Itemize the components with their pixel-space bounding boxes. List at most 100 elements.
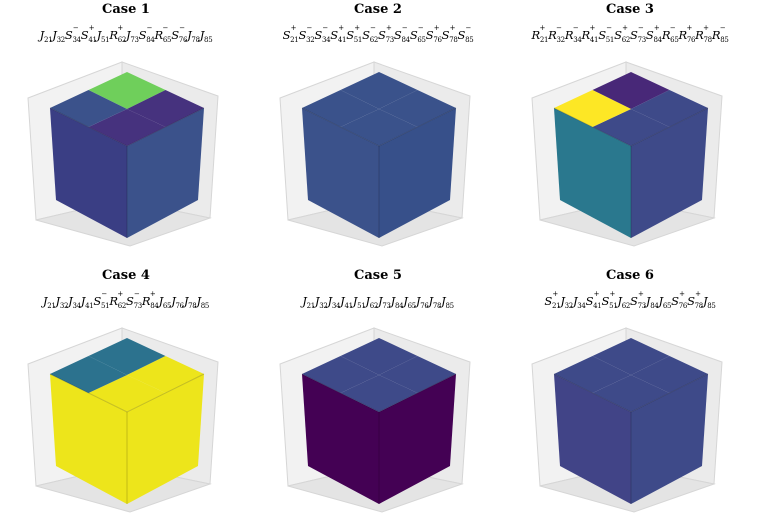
cube-plot [279, 327, 471, 513]
formula-term: S84− [138, 24, 155, 44]
cube-top-quadrant [88, 375, 166, 412]
formula-term: S78+ [687, 290, 703, 310]
formula-term: S41+ [585, 290, 602, 310]
cube-left-face [554, 108, 631, 238]
case-panel: Case 3 R21+R32−R34−R41+S51−S62+S73−S84+R… [504, 0, 756, 265]
cube-edge [301, 107, 457, 147]
case-panel: Case 5 J21J32J34J41J51J62J73J84J65J76J78… [252, 266, 504, 531]
formula-term: S51− [93, 290, 110, 310]
cube-top-quadrant [379, 90, 456, 127]
case-formula: R21+R32−R34−R41+S51−S62+S73−S84+R65−R76+… [504, 24, 756, 44]
formula-term: S73+ [378, 24, 394, 44]
cube-top-quadrant [127, 356, 204, 393]
cube-edge [49, 107, 205, 147]
cube-left-face [302, 374, 379, 504]
cube-top-quadrant [631, 90, 708, 127]
cube-top-quadrant [302, 90, 379, 127]
case-formula: S21+J32J34S41+S51+J62S73+J84J65S76+S78+J… [504, 290, 756, 310]
case-panel: Case 4 J21J32J34J41S51−R62+S73−R84+J65J7… [0, 266, 252, 531]
formula-term: S51+ [346, 24, 363, 44]
cube-top-quadrant [88, 72, 166, 109]
formula-term: J76 [171, 294, 184, 310]
case-panel: Case 2 S21+S32−S34−S41+S51+S62−S73+S84−S… [252, 0, 504, 265]
formula-term: J78 [428, 294, 442, 310]
cube-right-face [631, 374, 708, 504]
formula-term: J62 [365, 294, 378, 310]
cube-plot [27, 327, 219, 513]
formula-term: S41+ [330, 24, 347, 44]
formula-term: J32 [314, 294, 328, 310]
formula-term: J41 [80, 294, 94, 310]
formula-term: J85 [702, 294, 716, 310]
formula-term: J73 [126, 28, 139, 44]
case-title: Case 2 [354, 2, 402, 17]
formula-term: S84+ [645, 24, 662, 44]
cube-plot [531, 327, 723, 513]
formula-term: J21 [39, 28, 53, 44]
formula-term: J65 [658, 294, 672, 310]
cube-top-quadrant [592, 338, 670, 375]
formula-term: S32− [298, 24, 315, 44]
formula-term: J84 [645, 294, 659, 310]
cube-right-face [127, 108, 204, 238]
case-title: Case 6 [606, 268, 654, 283]
formula-term: R65− [154, 24, 172, 44]
cube-top-quadrant [340, 338, 418, 375]
cube-top-quadrant [592, 109, 670, 146]
formula-term: R34− [564, 24, 582, 44]
formula-term: R78+ [695, 24, 712, 44]
formula-term: J21 [42, 294, 56, 310]
cube-right-face [631, 108, 708, 238]
cube-top-quadrant [340, 72, 418, 109]
formula-term: J21 [302, 294, 315, 310]
cube-top-quadrant [127, 90, 204, 127]
formula-term: R65− [661, 24, 679, 44]
formula-term: S73+ [630, 290, 646, 310]
formula-term: J34 [572, 294, 586, 310]
formula-term: S76− [171, 24, 188, 44]
formula-term: S51+ [601, 290, 618, 310]
cube-top-quadrant [88, 109, 166, 146]
case-panel: Case 6 S21+J32J34S41+S51+J62S73+J84J65S7… [504, 266, 756, 531]
cube-edge [49, 373, 205, 413]
case-title: Case 5 [354, 268, 402, 283]
formula-term: S76+ [425, 24, 442, 44]
cube-top-quadrant [50, 356, 127, 393]
formula-term: S62− [362, 24, 378, 44]
cube-plot [531, 61, 723, 247]
formula-term: J85 [196, 294, 210, 310]
formula-term: J32 [52, 28, 65, 44]
formula-term: S84− [393, 24, 410, 44]
cube-edge [301, 373, 457, 413]
case-title: Case 3 [606, 2, 654, 17]
formula-term: R21+ [531, 24, 549, 44]
cube-edge [553, 373, 709, 413]
formula-term: R62+ [109, 290, 126, 310]
formula-term: R41+ [581, 24, 599, 44]
formula-term: J62 [617, 294, 630, 310]
formula-term: S73− [630, 24, 646, 44]
cube-left-face [302, 108, 379, 238]
cube-edge [553, 107, 709, 147]
cube-left-face [50, 108, 127, 238]
formula-term: R76+ [678, 24, 696, 44]
formula-term: J65 [403, 294, 416, 310]
formula-term: R85− [711, 24, 729, 44]
formula-term: J34 [68, 294, 81, 310]
formula-term: J34 [327, 294, 341, 310]
cube-top-quadrant [302, 356, 379, 393]
cube-top-quadrant [88, 338, 166, 375]
formula-term: S34− [64, 24, 81, 44]
formula-term: S76+ [671, 290, 688, 310]
formula-term: R32− [548, 24, 565, 44]
cube-top-quadrant [592, 72, 670, 109]
case-formula: S21+S32−S34−S41+S51+S62−S73+S84−S65−S76+… [252, 24, 504, 44]
formula-term: S51− [598, 24, 615, 44]
formula-term: S62+ [614, 24, 630, 44]
formula-term: J84 [390, 294, 404, 310]
cube-top-quadrant [631, 356, 708, 393]
formula-term: S85− [457, 24, 474, 44]
formula-term: J32 [55, 294, 69, 310]
formula-term: J73 [378, 294, 391, 310]
formula-term: J41 [340, 294, 353, 310]
